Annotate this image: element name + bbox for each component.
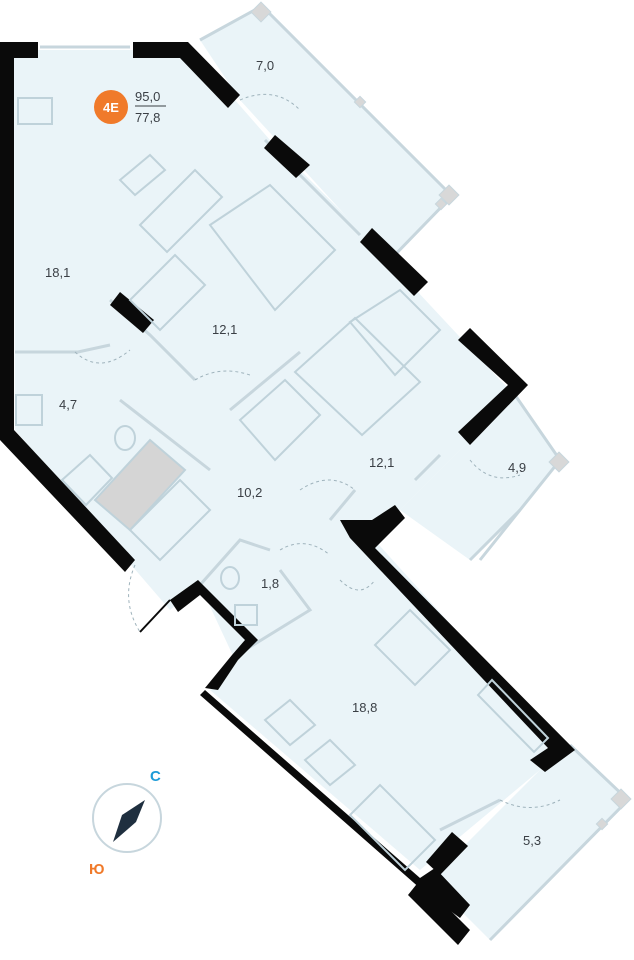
wall-top-right (133, 42, 240, 108)
sofa-icon (138, 168, 224, 254)
room-area-balcony-bottom: 5,3 (523, 833, 541, 848)
kitchen-sofa-icon (348, 783, 437, 872)
coffee-table-icon (118, 153, 167, 197)
room-area-bedroom-1: 12,1 (212, 322, 237, 337)
stove-icon (263, 698, 317, 747)
compass-south-label: Ю (89, 861, 104, 878)
shower-icon (60, 453, 114, 507)
entrance-door (128, 564, 141, 633)
room-area-balcony-top: 7,0 (256, 58, 274, 73)
door-arc-8 (339, 579, 376, 591)
floor-fill (14, 6, 628, 940)
tv-stand-icon (476, 678, 550, 754)
wall-kitchen-left (170, 580, 258, 690)
entrance-door-leaf (139, 599, 171, 633)
room-area-balcony-right: 4,9 (508, 460, 526, 475)
room-area-living-room: 18,1 (45, 265, 70, 280)
room-area-toilet: 1,8 (261, 576, 279, 591)
wardrobe-2-icon (238, 378, 322, 462)
bed-3-icon (348, 288, 442, 377)
bed-icon (208, 183, 337, 312)
compass: С Ю (89, 768, 162, 878)
room-labels: 7,0 18,1 12,1 4,7 12,1 4,9 10,2 1,8 18,8… (45, 58, 541, 848)
kitchen-sink-icon (303, 738, 357, 787)
door-arc-2 (74, 349, 131, 364)
desk-icon (17, 97, 53, 125)
door-arc-4 (299, 479, 356, 491)
sink-2-icon (234, 604, 258, 626)
room-area-hallway: 10,2 (237, 485, 262, 500)
apartment-badge: 4Е 95,0 77,8 (94, 89, 166, 125)
balcony-bottom-floor (430, 745, 628, 940)
badge-circle (94, 90, 128, 124)
sink-icon (15, 394, 43, 426)
stairs-icon (93, 438, 187, 532)
dining-table-icon (373, 608, 452, 687)
doors (74, 93, 561, 808)
wardrobe-icon (128, 253, 207, 332)
bed-2-icon (293, 316, 422, 437)
wall-seg-2 (360, 228, 428, 296)
compass-north-label: С (150, 768, 161, 785)
apartment-floor (14, 50, 560, 870)
balcony-right-floor (400, 395, 560, 560)
door-arc-1 (239, 93, 301, 111)
closet-icon (128, 478, 212, 562)
window-markers (250, 1, 632, 831)
room-area-kitchen: 18,8 (352, 700, 377, 715)
balcony-top-floor (200, 6, 452, 262)
room-area-bathroom: 4,7 (59, 397, 77, 412)
total-area-label: 95,0 (135, 89, 160, 104)
apartment-type-label: 4Е (103, 100, 119, 115)
compass-needle-icon (113, 800, 145, 842)
living-area-label: 77,8 (135, 110, 160, 125)
toilet-icon (114, 425, 136, 451)
furniture (15, 97, 550, 872)
wall-bottom (200, 690, 470, 918)
wall-seg-1 (264, 135, 310, 178)
wall-bottom-tail (408, 880, 470, 945)
door-arc-5 (279, 543, 331, 556)
room-area-bedroom-2: 12,1 (369, 455, 394, 470)
wall-seg-3 (458, 328, 528, 445)
toilet-2-icon (220, 566, 240, 590)
wall-left (0, 42, 135, 572)
wall-balcony-bottom (426, 832, 468, 875)
door-arc-7 (499, 799, 561, 808)
wall-left-notch (110, 292, 154, 333)
